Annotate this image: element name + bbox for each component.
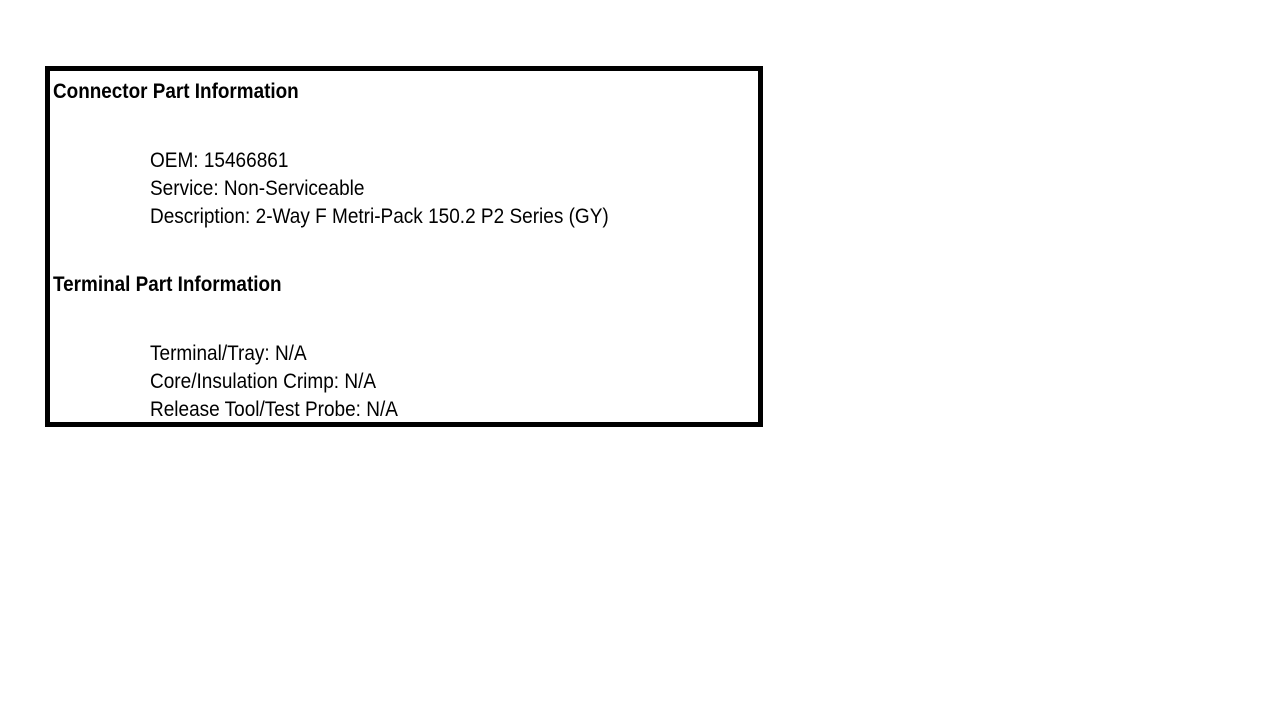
connector-oem-line: OEM: 15466861 xyxy=(150,149,289,172)
connector-part-information-heading: Connector Part Information xyxy=(53,80,299,103)
panel-inner: Connector Part Information OEM: 15466861… xyxy=(50,71,758,422)
terminal-part-information-heading: Terminal Part Information xyxy=(53,273,282,296)
connector-info-panel: Connector Part Information OEM: 15466861… xyxy=(45,66,763,427)
connector-detail-list: OEM: 15466861 Service: Non-Serviceable D… xyxy=(150,147,657,231)
connector-description-line: Description: 2-Way F Metri-Pack 150.2 P2… xyxy=(150,205,609,228)
release-tool-test-probe-line: Release Tool/Test Probe: N/A xyxy=(150,398,398,421)
terminal-tray-line: Terminal/Tray: N/A xyxy=(150,342,307,365)
terminal-detail-list: Terminal/Tray: N/A Core/Insulation Crimp… xyxy=(150,340,424,422)
connector-service-line: Service: Non-Serviceable xyxy=(150,177,365,200)
core-insulation-crimp-line: Core/Insulation Crimp: N/A xyxy=(150,370,377,393)
